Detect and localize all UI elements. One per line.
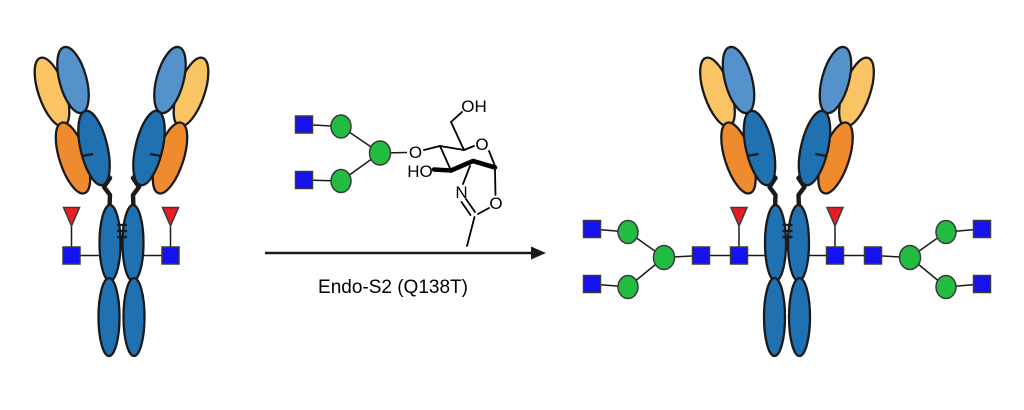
mannose-circle-icon bbox=[330, 114, 352, 139]
fucose-triangle-icon bbox=[729, 206, 749, 228]
ring-oxygen-label: O bbox=[475, 135, 488, 154]
chemical-atom-labels: OH O O HO N O bbox=[407, 97, 502, 213]
fucose-triangle-icon bbox=[161, 206, 180, 228]
oh-label: OH bbox=[461, 97, 487, 116]
arrowhead-icon bbox=[531, 246, 546, 260]
glcnac-square-icon bbox=[863, 246, 883, 265]
mannose-circle-icon bbox=[617, 274, 639, 300]
substrate-antibody-protein bbox=[28, 44, 216, 356]
hydroxyl-label: HO bbox=[407, 162, 433, 181]
mannose-circle-icon bbox=[368, 140, 392, 166]
mannose-circle-icon bbox=[935, 219, 957, 245]
glcnac-square-icon bbox=[729, 246, 749, 265]
glcnac-square-icon bbox=[972, 274, 992, 294]
glcnac-square-icon bbox=[825, 246, 845, 265]
reagent-glycan-symbols bbox=[294, 114, 408, 194]
glcnac-square-icon bbox=[294, 115, 314, 134]
glcnac-square-icon bbox=[582, 219, 602, 239]
mannose-circle-icon bbox=[617, 219, 639, 245]
glcnac-oxazoline-structure: OH O O HO N O bbox=[407, 97, 503, 247]
substrate-antibody bbox=[28, 44, 216, 356]
product-antibody-protein bbox=[693, 44, 881, 356]
substrate-glycan-stub-left bbox=[62, 206, 100, 265]
fucose-triangle-icon bbox=[62, 206, 81, 228]
glycan-oxazoline-reagent: OH O O HO N O bbox=[294, 97, 503, 247]
fucose-triangle-icon bbox=[825, 206, 845, 228]
glycosidic-oxygen-label: O bbox=[409, 143, 422, 162]
product-glycan-right bbox=[808, 206, 992, 300]
nitrogen-label: N bbox=[455, 183, 467, 202]
mannose-circle-icon bbox=[330, 168, 352, 194]
product-antibody bbox=[582, 44, 992, 356]
mannose-circle-icon bbox=[652, 244, 676, 271]
glcnac-square-icon bbox=[62, 246, 81, 265]
glycan-linkages bbox=[303, 123, 408, 182]
glcnac-square-icon bbox=[294, 170, 314, 190]
substrate-glycan-stub-right bbox=[143, 206, 180, 265]
oxazoline-oxygen-label: O bbox=[489, 194, 502, 213]
product-glycan-left bbox=[582, 206, 766, 300]
glcnac-square-icon bbox=[582, 274, 602, 294]
glcnac-square-icon bbox=[972, 219, 992, 239]
chemical-bonds bbox=[423, 111, 498, 247]
mannose-circle-icon bbox=[898, 244, 922, 271]
reaction-arrow: Endo-S2 (Q138T) bbox=[265, 246, 546, 298]
glcnac-square-icon bbox=[691, 246, 711, 265]
mannose-circle-icon bbox=[935, 274, 957, 300]
glcnac-square-icon bbox=[161, 246, 180, 265]
enzyme-label: Endo-S2 (Q138T) bbox=[318, 277, 468, 298]
